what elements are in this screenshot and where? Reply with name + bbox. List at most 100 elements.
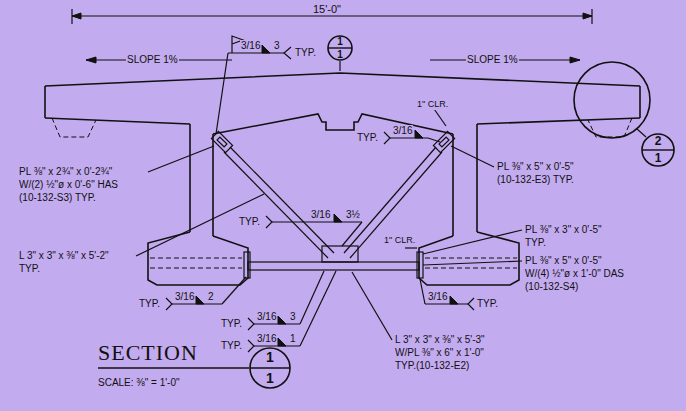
deck-edge	[639, 86, 641, 118]
hidden-line	[52, 118, 96, 137]
drawing-label: TYP.	[294, 47, 317, 59]
weld-reference	[425, 303, 468, 304]
plate	[211, 131, 232, 152]
bubble-circle	[642, 134, 674, 166]
angle-brace	[350, 152, 442, 258]
anchor-hidden	[150, 258, 242, 259]
drawing-label: 3	[273, 40, 281, 52]
drawing-label: L 3" x 3" x ⅜" x 5'-3"	[394, 334, 486, 346]
callout-number: 1	[641, 150, 675, 167]
drawing-label: 3/16	[427, 291, 448, 303]
leader-line	[423, 261, 522, 265]
drawing-label: SLOPE 1%	[126, 54, 179, 66]
leader-line	[428, 138, 440, 142]
drawing-label: 3/16	[256, 311, 277, 323]
fillet-weld	[278, 316, 286, 324]
deck-edge	[44, 86, 46, 118]
weld-tail	[248, 318, 254, 330]
drawing-label: 1" CLR.	[416, 98, 449, 110]
drawing-label: PL ⅜" x 3" x 0'-5"	[524, 224, 603, 236]
leader-line	[300, 271, 336, 346]
drawing-label: 1" CLR.	[383, 234, 416, 246]
bubble-divider	[328, 47, 352, 48]
fillet-weld	[415, 130, 423, 138]
callout-number: 2	[641, 133, 675, 150]
anchor-hidden	[425, 258, 517, 259]
deck-underside	[45, 118, 190, 124]
arrowhead	[583, 13, 592, 19]
leader-line	[423, 230, 522, 254]
bubble-circle	[328, 36, 352, 60]
bubble-divider	[250, 367, 290, 368]
leader-line	[420, 279, 425, 304]
drawing-label: TYP.(10-132-E2)	[394, 360, 470, 372]
weld-reference	[254, 323, 300, 324]
drawing-label: 15'-0"	[312, 3, 342, 15]
leader-line	[136, 194, 264, 256]
drawing-label: 2	[207, 291, 215, 303]
detail-leader	[637, 129, 646, 137]
fillet-weld	[334, 214, 342, 222]
weld-tail	[284, 47, 291, 59]
anchor-hidden	[150, 268, 242, 269]
leader-line	[451, 146, 494, 167]
callout-number: 1	[249, 347, 291, 368]
weld-tail	[266, 216, 272, 228]
plate	[417, 252, 423, 278]
deck-underside	[477, 118, 640, 124]
angle-strut	[248, 262, 419, 270]
gusset-plate	[322, 246, 358, 262]
drawing-label: PL ⅜" x 5" x 0'-5"	[496, 161, 575, 173]
girder-web	[212, 134, 214, 236]
plate	[439, 137, 449, 147]
drawing-label: 3/16	[392, 125, 413, 137]
drawing-label: TYP.	[18, 263, 41, 275]
section-callout-bubble: 21	[641, 133, 675, 167]
anchor-hidden	[425, 268, 517, 269]
girder-web	[452, 134, 454, 236]
detail-circle	[574, 62, 650, 138]
fillet-weld	[196, 296, 204, 304]
clearance-mark	[405, 247, 417, 248]
drawing-label: W/(4) ½"ø x 1'-0" DAS	[524, 268, 625, 280]
drawing-label: W/PL ⅜" x 6" x 1'-0"	[394, 347, 485, 359]
title-underline	[98, 367, 249, 369]
callout-number: 1	[327, 35, 353, 48]
plate	[433, 131, 454, 152]
drawing-label: PL ⅜" x 2¾" x 0'-2¾"	[18, 166, 113, 178]
drawing-label: TYP.	[220, 318, 243, 330]
girder-bulb	[148, 232, 248, 285]
drawing-label: 3½	[345, 209, 361, 221]
drawing-label: TYP.	[524, 237, 547, 249]
section-leader	[339, 61, 340, 71]
drawing-label: W/(2) ½"ø x 0'-6" HAS	[18, 179, 119, 191]
girder-web	[476, 124, 478, 232]
plate	[244, 252, 250, 278]
leader-line	[222, 277, 246, 304]
section-title: SECTION	[98, 341, 198, 365]
angle-brace	[344, 147, 436, 253]
weld-reference	[272, 221, 362, 222]
drawing-label: (10-132-E3) TYP.	[496, 174, 575, 186]
weld-tail	[166, 298, 172, 310]
angle-brace	[224, 152, 328, 258]
weld-reference	[254, 345, 300, 346]
drawing-label: L 3" x 3" x ⅜" x 5'-2"	[18, 250, 110, 262]
fillet-weld	[262, 45, 270, 53]
drawing-label: 3/16	[256, 333, 277, 345]
drawing-label: 1	[289, 333, 297, 345]
leader-line	[300, 271, 324, 324]
weld-tail	[468, 298, 474, 310]
drawing-label: TYP.	[220, 340, 243, 352]
fillet-weld	[450, 296, 458, 304]
drawing-label: PL ⅜" x 5" x 0'-5"	[524, 255, 603, 267]
deck-interior-underside	[213, 114, 453, 134]
drawing-label: 3/16	[240, 40, 261, 52]
angle-brace	[230, 147, 334, 253]
plate	[217, 137, 227, 147]
leader-line	[148, 146, 214, 172]
leader-line	[342, 222, 362, 246]
leader-line	[216, 53, 228, 134]
dimension-line	[72, 15, 592, 16]
